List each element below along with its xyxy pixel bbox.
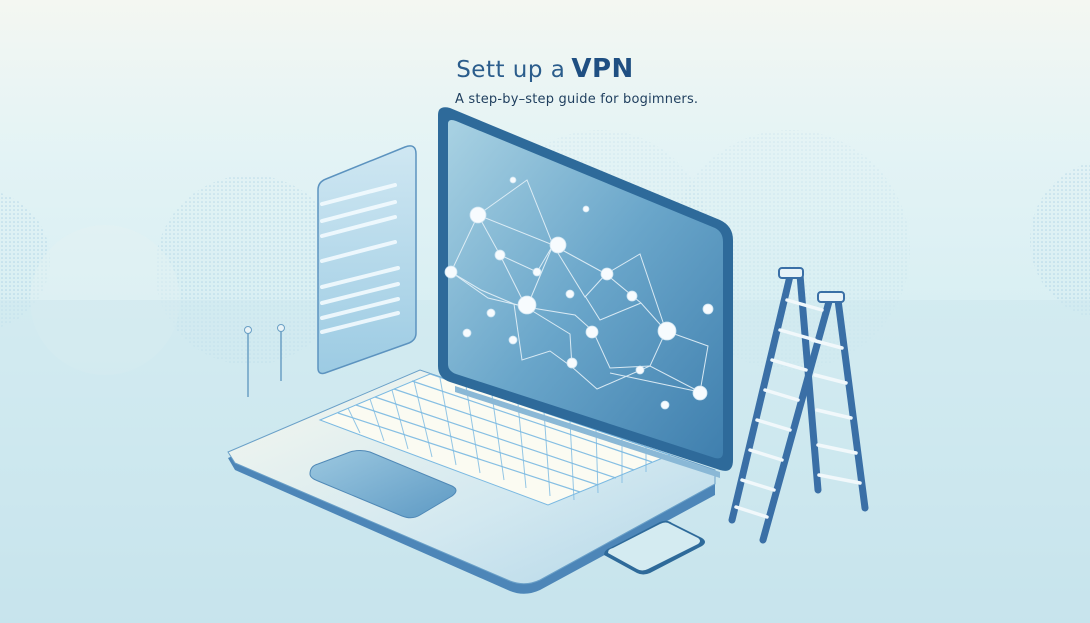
pin-markers [244, 324, 285, 397]
title-prefix: Sett up a [456, 57, 566, 83]
laptop-base [227, 369, 716, 594]
step-ladder [728, 267, 869, 544]
smartphone [604, 520, 705, 575]
network-nodes [444, 176, 714, 410]
laptop-screen [438, 107, 733, 478]
page-subtitle: A step-by–step guide for bogimners. [455, 92, 699, 107]
title-emphasis: VPN [571, 54, 634, 84]
trackpad [309, 450, 457, 519]
keyboard [318, 373, 672, 506]
document-panel [317, 145, 417, 375]
